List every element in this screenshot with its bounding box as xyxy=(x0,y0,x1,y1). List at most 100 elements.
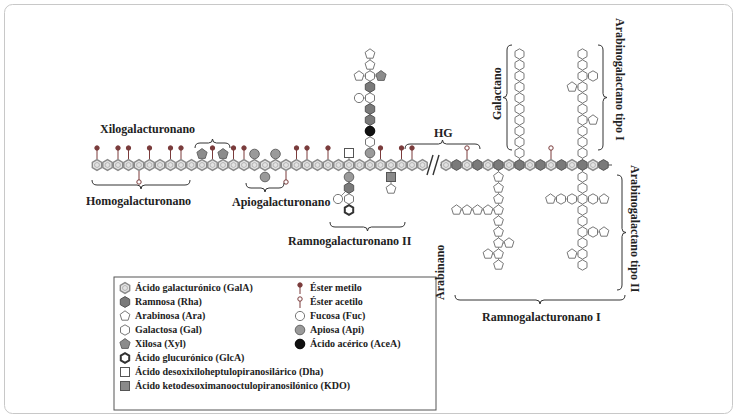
galacturonic-acid xyxy=(105,162,110,167)
arabinose xyxy=(504,238,514,247)
legend-text: Apiosa (Api) xyxy=(310,324,364,336)
galacturonic-acid xyxy=(465,162,470,167)
galacturonic-acid xyxy=(166,160,175,171)
galactose xyxy=(515,104,524,114)
region-label: Ramnogalacturonano II xyxy=(288,234,411,248)
galacturonic-acid xyxy=(281,160,290,171)
apiose xyxy=(365,148,375,158)
galacturonic-acid xyxy=(229,160,238,171)
galactose xyxy=(515,93,524,103)
apiose xyxy=(271,149,281,159)
galacturonic-acid xyxy=(176,160,185,171)
ester-stem xyxy=(181,150,182,159)
legend-text: Ramnosa (Rha) xyxy=(135,296,202,308)
arabinose xyxy=(567,82,577,91)
methyl-ester xyxy=(294,146,298,150)
ester-stem xyxy=(307,150,308,159)
galacturonic-acid xyxy=(210,162,215,167)
galacturonic-acid xyxy=(231,162,236,167)
rhamnose xyxy=(599,160,608,171)
galacturonic-acid xyxy=(418,160,427,171)
galactose xyxy=(578,137,587,147)
xylose xyxy=(376,71,386,81)
methyl-ester xyxy=(179,146,183,150)
brace xyxy=(195,139,230,148)
galacturonic-acid xyxy=(208,160,217,171)
galacturonic-acid xyxy=(334,160,343,171)
arabinose xyxy=(452,205,462,214)
figure-frame xyxy=(5,5,733,414)
galacturonic-acid xyxy=(591,162,596,167)
galactose xyxy=(578,82,587,92)
arabinose xyxy=(483,205,493,214)
galacturonic-acid xyxy=(386,160,395,171)
dha-square xyxy=(345,149,354,158)
arabinose xyxy=(567,249,577,258)
galacturonic-acid xyxy=(284,162,289,167)
arabinose xyxy=(494,205,504,214)
methyl-ester xyxy=(95,146,99,150)
brace xyxy=(598,45,607,150)
legend-text: Galactosa (Gal) xyxy=(135,324,202,336)
methyl-ester xyxy=(326,146,330,150)
galacturonic-acid xyxy=(252,162,257,167)
arabinose xyxy=(494,172,504,181)
chain-break xyxy=(433,155,439,175)
galacturonic-acid xyxy=(221,162,226,167)
rhamnose xyxy=(365,82,374,93)
galacturonic-acid xyxy=(134,160,143,171)
brace xyxy=(455,295,625,304)
fucose xyxy=(295,311,304,320)
galacturonic-acid xyxy=(570,162,575,167)
xylose xyxy=(218,149,228,159)
galacturonic-acid xyxy=(546,160,555,171)
galacturonic-acid xyxy=(92,160,101,171)
arabinose xyxy=(546,194,556,203)
galactose xyxy=(578,249,587,259)
region-label: Homogalacturonano xyxy=(86,194,191,208)
galacturonic-acid xyxy=(242,162,247,167)
arabinose xyxy=(365,49,375,58)
galacturonic-acid xyxy=(263,162,268,167)
galactose xyxy=(589,71,598,81)
galacturonic-acid xyxy=(410,162,415,167)
galactose xyxy=(366,71,375,81)
methyl-ester xyxy=(410,146,414,150)
galacturonic-acid xyxy=(200,162,205,167)
rhamnose xyxy=(515,160,524,171)
galactose xyxy=(515,60,524,70)
brace xyxy=(617,175,626,290)
legend-text: Ácido glucurónico (GlcA) xyxy=(135,352,244,364)
arabinose xyxy=(462,205,472,214)
aceric-acid xyxy=(295,339,305,349)
galactose xyxy=(515,49,524,59)
galacturonic-acid xyxy=(567,160,576,171)
galactose xyxy=(515,115,524,125)
galacturonic-acid xyxy=(528,162,533,167)
methyl-ester xyxy=(305,146,309,150)
galactose xyxy=(578,172,587,182)
galacturonic-acid xyxy=(313,160,322,171)
galacturonic-acid xyxy=(389,162,394,167)
apiose xyxy=(260,172,270,182)
galacturonic-acid xyxy=(179,162,184,167)
galacturonic-acid xyxy=(116,162,121,167)
brace xyxy=(503,45,512,150)
galactose xyxy=(121,325,130,335)
legend-text: Ácido ketodesoximanooctulopiranosilónico… xyxy=(135,380,350,392)
galacturonic-acid xyxy=(120,283,129,294)
rhamnose xyxy=(452,160,461,171)
acetyl-ester xyxy=(465,146,469,150)
galactose xyxy=(578,194,587,204)
ester-stem xyxy=(118,150,119,159)
kdo-square xyxy=(121,382,130,391)
ester-stem xyxy=(128,150,129,159)
rhamnose xyxy=(494,160,503,171)
galactose xyxy=(578,71,587,81)
legend-text: Ácido galacturónico (GalA) xyxy=(135,282,253,294)
galacturonic-acid xyxy=(187,160,196,171)
methyl-ester xyxy=(126,146,130,150)
ester-stem xyxy=(328,150,329,159)
galacturonic-acid xyxy=(504,160,513,171)
galacturonic-acid xyxy=(357,162,362,167)
